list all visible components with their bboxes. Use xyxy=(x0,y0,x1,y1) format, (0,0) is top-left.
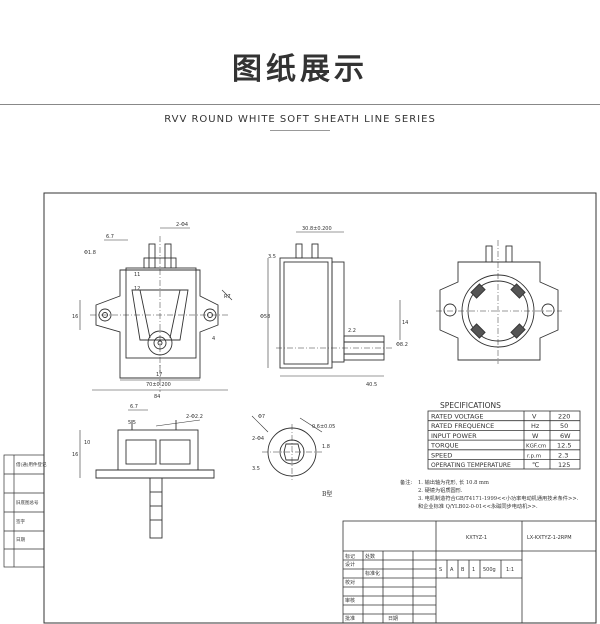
note-line: 3. 电机制造符合GB/T4171-1999<<小功率电动机通用技术条件>>. xyxy=(418,494,579,502)
side-view xyxy=(267,231,401,377)
front-view-labels: 6.7 2-Φ4 Φ1.8 16 11 12 R7 4 17 70±0.200 … xyxy=(72,222,231,400)
spec-value: 125 xyxy=(558,461,570,469)
side-view-labels: 30.8±0.200 Φ58 3.5 2.2 Φ8.2 14 40.5 xyxy=(260,226,408,388)
spec-value: 2.3 xyxy=(558,451,568,459)
grade-letter: 1 xyxy=(472,567,475,573)
grade-letter: B xyxy=(461,567,465,573)
block-label: 批准 xyxy=(345,615,355,622)
dim-label: Φ1.8 xyxy=(84,250,96,256)
spec-label: RATED FREQUENCE xyxy=(431,422,494,430)
spec-value: 220 xyxy=(558,413,570,421)
dim-label: R7 xyxy=(224,294,231,300)
page-title: 图纸展示 xyxy=(232,52,368,87)
drawing-frame xyxy=(43,192,597,624)
left-strip xyxy=(3,454,45,568)
block-label: 处数 xyxy=(365,553,375,560)
dim-label: Φ8.2 xyxy=(396,342,408,348)
front-view xyxy=(79,227,233,392)
bottom-view xyxy=(79,409,215,539)
notes-title: 备注: xyxy=(400,478,412,486)
scale-value: 1:1 xyxy=(506,567,514,573)
grade-letter: A xyxy=(450,567,454,573)
block-label: 校对 xyxy=(345,579,355,586)
block-label: 审核 xyxy=(345,597,355,604)
strip-label: 签字 xyxy=(16,518,25,525)
shaft-detail xyxy=(251,415,323,480)
block-label: 设计 xyxy=(345,561,355,568)
dim-label: 2-Φ2.2 xyxy=(186,414,203,420)
dim-label: 16 xyxy=(72,452,78,458)
dim-label: 4 xyxy=(212,336,215,342)
dim-label: Φ7 xyxy=(258,414,265,420)
dim-label: 12 xyxy=(134,286,140,292)
spec-label: SPEED xyxy=(431,451,452,459)
spec-value: 12.5 xyxy=(557,442,571,450)
note-line: 2. 硬镜为铝质圆形. xyxy=(418,486,463,494)
dim-label: 2.2 xyxy=(348,328,356,334)
dim-label: 3.5 xyxy=(268,254,276,260)
left-strip-labels: 借(通)用件登记 旧底图总号 签字 日期 xyxy=(16,461,47,543)
dim-label: 6.7 xyxy=(130,404,138,410)
spec-label: TORQUE xyxy=(430,442,459,450)
drawing-number: LX-KXTYZ-1-2RPM xyxy=(527,535,572,541)
dim-label: 2-Φ4 xyxy=(252,436,264,442)
spec-unit: Hz xyxy=(531,422,540,430)
dim-label: 17 xyxy=(156,372,162,378)
rear-view xyxy=(436,240,562,364)
bottom-view-labels: 6.7 2-Φ2.2 5.5 16 10 xyxy=(72,404,203,458)
dim-label: 10 xyxy=(84,440,90,446)
note-line: 和企业标准 Q/YLB02-0-01<<永磁同步电动机>>. xyxy=(418,502,538,510)
spec-unit: W xyxy=(532,432,539,440)
grade-letter: S xyxy=(439,567,442,573)
dim-label: 30.8±0.200 xyxy=(302,226,332,232)
dim-label: 3.5 xyxy=(252,466,260,472)
note-line: 1. 输出轴为花形, 长 10.8 mm xyxy=(418,478,489,486)
strip-label: 借(通)用件登记 xyxy=(16,461,47,468)
dim-label: 84 xyxy=(154,394,160,400)
strip-label: 日期 xyxy=(16,537,25,543)
dim-label: 1.8 xyxy=(322,444,330,450)
spec-label: INPUT POWER xyxy=(431,432,477,440)
spec-unit: r.p.m xyxy=(527,453,541,459)
dim-label: 70±0.200 xyxy=(146,382,171,388)
dim-label: 0.6±0.05 xyxy=(312,424,335,430)
block-label: 日期 xyxy=(388,616,398,622)
subtitle-rule xyxy=(270,130,330,131)
detail-caption: B型 xyxy=(322,490,332,498)
page-subtitle: RVV ROUND WHITE SOFT SHEATH LINE SERIES xyxy=(164,114,436,125)
spec-unit: ℃ xyxy=(532,461,539,469)
dim-label: 2-Φ4 xyxy=(176,222,188,228)
spec-unit: V xyxy=(532,413,537,421)
specs-table: SPECIFICATIONS RATED VOLTAGE V 220 RATED… xyxy=(427,401,581,470)
spec-label: OPERATING TEMPERATURE xyxy=(431,462,511,469)
spec-label: RATED VOLTAGE xyxy=(431,413,483,421)
dim-label: 11 xyxy=(134,272,140,278)
specs-title: SPECIFICATIONS xyxy=(440,401,501,410)
dim-label: 6.7 xyxy=(106,234,114,240)
spec-value: 50 xyxy=(560,422,568,430)
spec-unit: KGF.cm xyxy=(526,444,546,450)
notes: 备注: 1. 输出轴为花形, 长 10.8 mm 2. 硬镜为铝质圆形. 3. … xyxy=(400,478,579,510)
weight-value: 500g xyxy=(483,567,496,573)
title-block xyxy=(342,520,597,624)
dim-label: Φ58 xyxy=(260,314,270,320)
header-rule xyxy=(0,104,600,105)
dim-label: 16 xyxy=(72,314,78,320)
shaft-detail-labels: Φ7 2-Φ4 0.6±0.05 1.8 3.5 B型 xyxy=(252,414,335,498)
spec-value: 6W xyxy=(560,432,571,440)
dim-label: 14 xyxy=(402,320,408,326)
block-label: 标准化 xyxy=(365,570,380,577)
strip-label: 旧底图总号 xyxy=(16,499,39,506)
dim-label: 5.5 xyxy=(128,420,136,426)
dim-label: 40.5 xyxy=(366,382,377,388)
model-label: KXTYZ-1 xyxy=(466,535,487,541)
block-label: 标记 xyxy=(345,553,355,560)
title-block-labels: KXTYZ-1 LX-KXTYZ-1-2RPM S A B 1 500g 1:1… xyxy=(345,535,572,622)
